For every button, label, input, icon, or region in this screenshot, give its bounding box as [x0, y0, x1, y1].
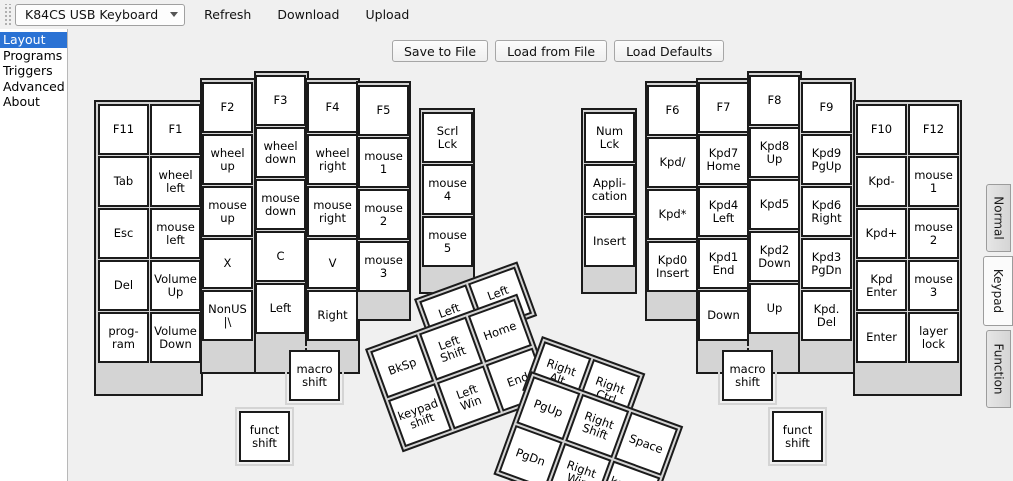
tab-normal-label: Normal: [991, 196, 1006, 240]
key-mouse-4[interactable]: mouse 4: [422, 164, 473, 215]
key-funct-shift-right[interactable]: funct shift: [768, 407, 827, 466]
key-kpd-multiply[interactable]: Kpd*: [647, 189, 698, 240]
key-insert[interactable]: Insert: [584, 216, 635, 267]
key-kpd1-end[interactable]: Kpd1 End: [698, 238, 749, 289]
key-f9[interactable]: F9: [801, 82, 852, 133]
sidebar-item-about[interactable]: About: [3, 94, 40, 109]
key-tab[interactable]: Tab: [98, 156, 149, 207]
download-button[interactable]: Download: [277, 7, 340, 22]
tab-normal[interactable]: Normal: [986, 184, 1011, 252]
file-actions: Save to File Load from File Load Default…: [392, 40, 725, 62]
key-num-lock[interactable]: Num Lck: [584, 112, 635, 163]
layout-canvas: Save to File Load from File Load Default…: [69, 29, 1013, 481]
key-wheel-down[interactable]: wheel down: [255, 127, 306, 178]
key-f5[interactable]: F5: [358, 85, 409, 136]
key-macro-shift-right[interactable]: macro shift: [718, 346, 777, 405]
key-mouse-3-left[interactable]: mouse 3: [358, 241, 409, 292]
key-down[interactable]: Down: [698, 290, 749, 341]
key-kpd0-insert[interactable]: Kpd0 Insert: [647, 241, 698, 292]
key-kpd3-pgdn[interactable]: Kpd3 PgDn: [801, 238, 852, 289]
main-toolbar: K84CS USB Keyboard Refresh Download Uplo…: [0, 0, 1013, 29]
key-c[interactable]: C: [255, 231, 306, 282]
key-up[interactable]: Up: [749, 283, 800, 334]
key-kpd5[interactable]: Kpd5: [749, 179, 800, 230]
key-x[interactable]: X: [202, 238, 253, 289]
chevron-down-icon: [170, 12, 179, 17]
sidebar-item-triggers[interactable]: Triggers: [3, 63, 53, 78]
key-kpd4-left[interactable]: Kpd4 Left: [698, 186, 749, 237]
key-wheel-right[interactable]: wheel right: [307, 134, 358, 185]
key-enter[interactable]: Enter: [856, 312, 907, 363]
key-f6[interactable]: F6: [647, 85, 698, 136]
key-f12[interactable]: F12: [908, 104, 959, 155]
key-layer-lock[interactable]: layer lock: [908, 312, 959, 363]
key-f8[interactable]: F8: [749, 75, 800, 126]
key-f2[interactable]: F2: [202, 82, 253, 133]
toolbar-drag-grip[interactable]: [3, 3, 13, 26]
nav-sidebar: Layout Programs Triggers Advanced About: [0, 29, 68, 481]
key-macro-shift-left[interactable]: macro shift: [285, 346, 344, 405]
upload-button[interactable]: Upload: [365, 7, 410, 22]
key-application[interactable]: Appli- cation: [584, 164, 635, 215]
device-selector-value: K84CS USB Keyboard: [25, 7, 159, 22]
key-nonus[interactable]: NonUS |\: [202, 290, 253, 341]
key-v[interactable]: V: [307, 238, 358, 289]
key-kpd9-pgup[interactable]: Kpd9 PgUp: [801, 134, 852, 185]
key-volume-down[interactable]: Volume Down: [150, 312, 201, 363]
key-del[interactable]: Del: [98, 260, 149, 311]
key-f4[interactable]: F4: [307, 82, 358, 133]
key-f11[interactable]: F11: [98, 104, 149, 155]
key-program[interactable]: prog- ram: [98, 312, 149, 363]
key-f3[interactable]: F3: [255, 75, 306, 126]
key-mouse-left[interactable]: mouse left: [150, 208, 201, 259]
key-kpd-plus[interactable]: Kpd+: [856, 208, 907, 259]
refresh-button[interactable]: Refresh: [204, 7, 252, 22]
tab-keypad[interactable]: Keypad: [983, 256, 1013, 326]
layer-tab-strip: Normal Keypad Function: [982, 184, 1013, 409]
key-mouse-1-left[interactable]: mouse 1: [358, 137, 409, 188]
sidebar-item-programs[interactable]: Programs: [3, 47, 63, 63]
tab-keypad-label: Keypad: [991, 268, 1005, 314]
key-mouse-down[interactable]: mouse down: [255, 179, 306, 230]
key-mouse-2-left[interactable]: mouse 2: [358, 189, 409, 240]
key-funct-shift-left[interactable]: funct shift: [235, 407, 294, 466]
key-volume-up[interactable]: Volume Up: [150, 260, 201, 311]
sidebar-item-layout[interactable]: Layout: [0, 32, 67, 48]
key-mouse-right[interactable]: mouse right: [307, 186, 358, 237]
key-kpd-enter[interactable]: Kpd Enter: [856, 260, 907, 311]
key-wheel-left[interactable]: wheel left: [150, 156, 201, 207]
key-kpd-dot-del[interactable]: Kpd. Del: [801, 290, 852, 341]
key-kpd-minus[interactable]: Kpd-: [856, 156, 907, 207]
load-defaults-button[interactable]: Load Defaults: [614, 40, 725, 62]
sidebar-item-advanced[interactable]: Advanced: [3, 78, 65, 94]
tab-function[interactable]: Function: [986, 330, 1011, 408]
key-mouse-up[interactable]: mouse up: [202, 186, 253, 237]
save-to-file-button[interactable]: Save to File: [392, 40, 489, 62]
key-wheel-up[interactable]: wheel up: [202, 134, 253, 185]
key-mouse-3-right[interactable]: mouse 3: [908, 260, 959, 311]
load-from-file-button[interactable]: Load from File: [495, 40, 608, 62]
key-f7[interactable]: F7: [698, 82, 749, 133]
key-f1[interactable]: F1: [150, 104, 201, 155]
key-kpd-divide[interactable]: Kpd/: [647, 137, 698, 188]
key-mouse-5[interactable]: mouse 5: [422, 216, 473, 267]
key-mouse-1-right[interactable]: mouse 1: [908, 156, 959, 207]
tab-function-label: Function: [991, 343, 1006, 395]
device-selector[interactable]: K84CS USB Keyboard: [15, 3, 186, 26]
key-scroll-lock[interactable]: Scrl Lck: [422, 112, 473, 163]
key-right[interactable]: Right: [307, 290, 358, 341]
key-kpd8-up[interactable]: Kpd8 Up: [749, 127, 800, 178]
key-kpd6-right[interactable]: Kpd6 Right: [801, 186, 852, 237]
key-left[interactable]: Left: [255, 283, 306, 334]
key-f10[interactable]: F10: [856, 104, 907, 155]
key-mouse-2-right[interactable]: mouse 2: [908, 208, 959, 259]
key-kpd7-home[interactable]: Kpd7 Home: [698, 134, 749, 185]
key-esc[interactable]: Esc: [98, 208, 149, 259]
key-kpd2-down[interactable]: Kpd2 Down: [749, 231, 800, 282]
